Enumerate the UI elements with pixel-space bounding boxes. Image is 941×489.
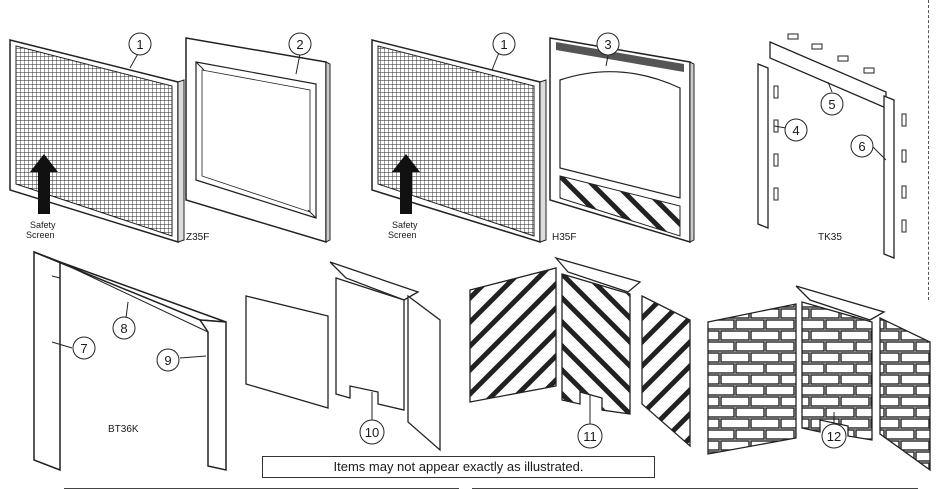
model-label-tk35: TK35 — [818, 232, 842, 243]
safety-screen-arrow-right — [392, 154, 420, 214]
svg-text:1: 1 — [136, 37, 143, 52]
safety-screen-right — [371, 39, 547, 244]
safety-screen-label-left-2: Screen — [26, 230, 55, 240]
trim-bt36k — [33, 250, 227, 472]
svg-text:8: 8 — [120, 321, 127, 336]
svg-text:10: 10 — [365, 425, 379, 440]
model-label-bt36k: BT36K — [108, 424, 139, 435]
safety-screen-label-left-1: Safety — [30, 220, 56, 230]
refractory-panels-herringbone — [469, 256, 691, 448]
door-h35f — [549, 37, 695, 244]
model-label-z35f: Z35F — [186, 232, 209, 243]
refractory-panels-plain — [245, 261, 441, 452]
callout-3: 3 — [596, 32, 620, 56]
callout-7: 7 — [72, 336, 96, 360]
door-z35f — [185, 37, 331, 244]
svg-text:7: 7 — [80, 341, 87, 356]
callout-2: 2 — [288, 32, 312, 56]
callout-10: 10 — [359, 419, 385, 445]
svg-text:12: 12 — [827, 429, 841, 444]
callout-6: 6 — [850, 134, 874, 158]
callout-12: 12 — [821, 423, 847, 449]
callout-9: 9 — [156, 348, 180, 372]
svg-text:6: 6 — [858, 139, 865, 154]
dashed-edge-line — [928, 0, 929, 300]
refractory-panels-brick — [707, 285, 931, 472]
svg-text:2: 2 — [296, 37, 303, 52]
callout-5: 5 — [820, 92, 844, 116]
svg-text:9: 9 — [164, 353, 171, 368]
svg-text:3: 3 — [604, 37, 611, 52]
callout-1-left: 1 — [128, 32, 152, 56]
callout-11: 11 — [577, 423, 603, 449]
svg-text:1: 1 — [500, 37, 507, 52]
illustration-notice: Items may not appear exactly as illustra… — [262, 456, 655, 478]
safety-screen-label-right-2: Screen — [388, 230, 417, 240]
callout-4: 4 — [784, 118, 808, 142]
trim-kit-tk35 — [757, 33, 907, 259]
model-label-h35f: H35F — [552, 232, 576, 243]
callout-1-right: 1 — [492, 32, 516, 56]
safety-screen-arrow-left — [30, 154, 58, 214]
svg-text:4: 4 — [792, 123, 799, 138]
svg-text:11: 11 — [583, 429, 597, 444]
callout-8: 8 — [112, 316, 136, 340]
safety-screen-label-right-1: Safety — [392, 220, 418, 230]
svg-text:5: 5 — [828, 97, 835, 112]
safety-screen-left — [9, 39, 185, 244]
